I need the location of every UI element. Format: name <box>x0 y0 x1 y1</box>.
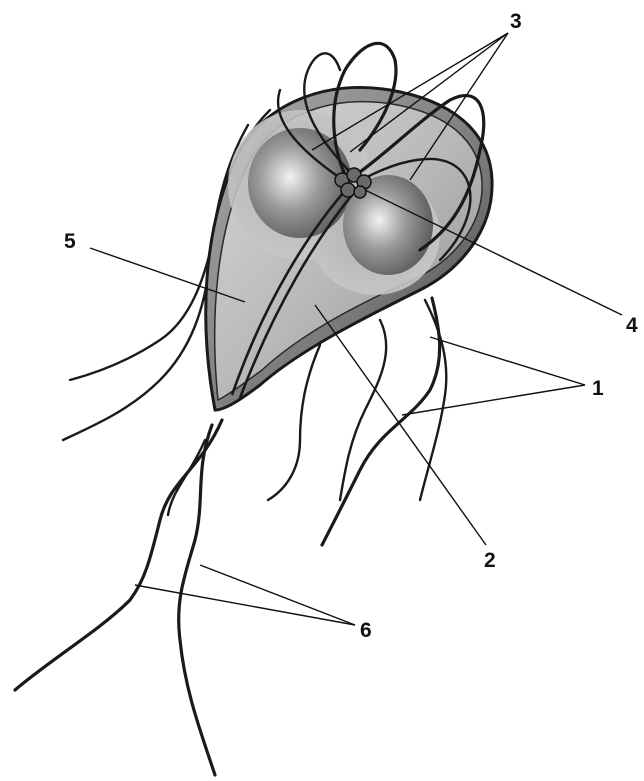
label-6: 6 <box>360 619 372 642</box>
label-3: 3 <box>510 10 522 33</box>
posterior-flagella <box>15 420 222 775</box>
label-5: 5 <box>64 230 76 253</box>
label-2: 2 <box>484 549 496 572</box>
label-1: 1 <box>592 377 604 400</box>
label-4: 4 <box>626 314 638 337</box>
